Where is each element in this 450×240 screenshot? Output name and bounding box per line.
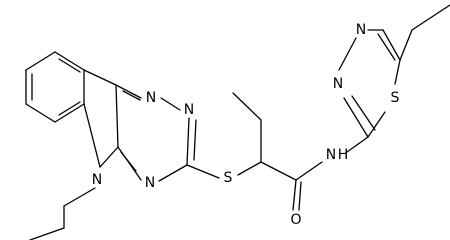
- bond: [115, 84, 119, 148]
- bond: [193, 119, 197, 161]
- bond: [351, 95, 376, 131]
- bond: [158, 164, 188, 182]
- bond: [25, 51, 56, 71]
- bond: [122, 90, 141, 101]
- atom-n-triazine-3: N: [145, 175, 155, 191]
- atom-h-amide: H: [338, 147, 349, 163]
- bonds: [25, 4, 450, 240]
- atom-n-triazine-2: N: [184, 102, 194, 118]
- atom-s-thioether: S: [224, 170, 233, 186]
- atom-n-thiadiazole-1: N: [333, 76, 343, 92]
- bond: [292, 179, 297, 211]
- bond: [25, 103, 56, 123]
- bond: [411, 4, 450, 31]
- bond: [115, 84, 142, 99]
- bond: [298, 181, 302, 211]
- atom-n-thiadiazole-2: N: [356, 22, 366, 38]
- bond: [58, 58, 81, 73]
- atom-o-carbonyl: O: [290, 212, 301, 228]
- atom-n-amide: N: [326, 147, 336, 163]
- bond: [63, 187, 96, 207]
- bond: [232, 92, 262, 121]
- bond: [338, 37, 357, 71]
- bond: [186, 117, 190, 166]
- bond: [382, 29, 401, 61]
- bond: [160, 97, 181, 111]
- bond: [120, 151, 137, 172]
- bond: [260, 161, 297, 181]
- bond: [83, 69, 117, 86]
- bond: [377, 33, 396, 61]
- bond: [54, 51, 85, 71]
- bond: [394, 59, 401, 85]
- bond: [29, 227, 65, 240]
- atom-n-indole: N: [92, 172, 102, 188]
- bond: [343, 97, 369, 138]
- bond: [399, 29, 413, 61]
- bond: [99, 146, 119, 168]
- atom-labels: N N N N S O N H N N S: [92, 22, 400, 228]
- bond: [295, 161, 323, 181]
- bond: [186, 164, 220, 179]
- atom-n-triazine-1: N: [146, 90, 156, 106]
- bond: [83, 103, 101, 168]
- atom-s-thiadiazole: S: [391, 90, 400, 106]
- bond: [367, 111, 386, 138]
- bond: [54, 103, 85, 123]
- bond: [58, 101, 81, 116]
- bond: [346, 136, 369, 153]
- bond: [237, 161, 262, 176]
